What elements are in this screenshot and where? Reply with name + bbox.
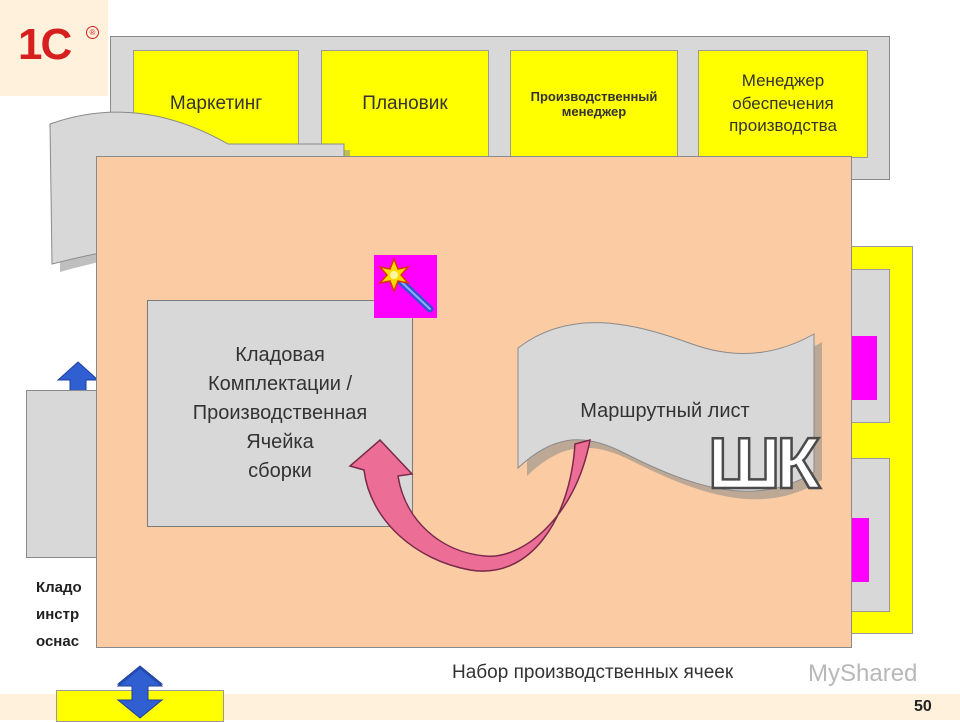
wand-icon-cell-a xyxy=(850,336,877,400)
page-number: 50 xyxy=(914,698,932,715)
double-arrow-bottom xyxy=(116,667,164,719)
role-supply-manager: Менеджер обеспечения производства xyxy=(698,50,868,158)
role-production-manager: Производственный менеджер xyxy=(510,50,678,158)
registered-mark: ® xyxy=(86,26,99,39)
tool-storage-box xyxy=(26,390,102,558)
tool-storage-label: Кладо инстр оснас xyxy=(36,579,82,650)
logo-1c: 1С xyxy=(18,20,72,69)
logo-background xyxy=(0,0,108,96)
production-cells-caption: Набор производственных ячеек xyxy=(452,662,734,683)
watermark: MyShared xyxy=(808,660,918,687)
barcode-text: ШК xyxy=(708,424,821,504)
route-sheet-label: Маршрутный лист xyxy=(580,400,750,422)
curved-arrow xyxy=(348,438,591,572)
magic-wand-icon xyxy=(374,255,437,318)
